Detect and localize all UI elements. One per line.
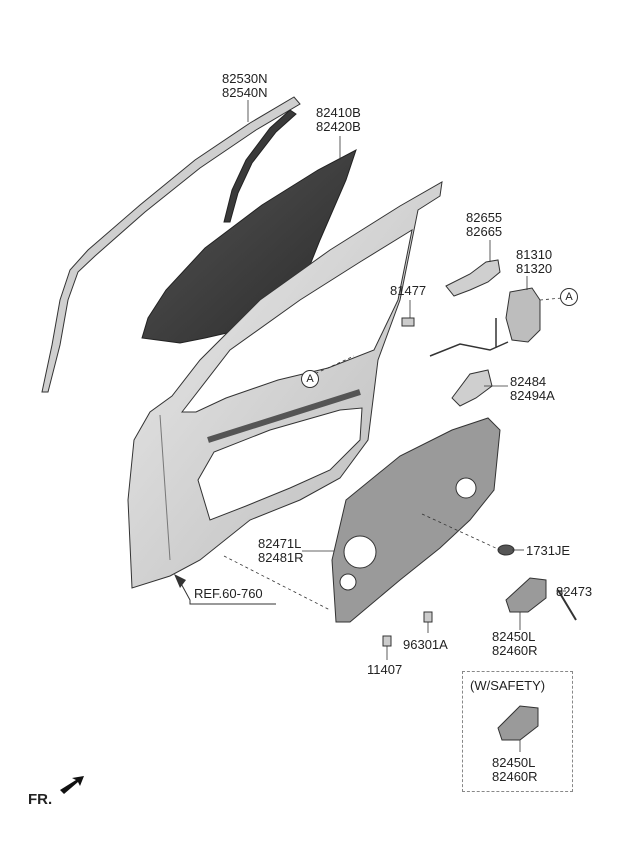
- label-82655: 82655 82665: [466, 211, 502, 239]
- label-line: 82481R: [258, 550, 304, 565]
- label-line: 81320: [516, 261, 553, 276]
- label-line: 82410B: [316, 105, 361, 120]
- label-line: 11407: [367, 662, 403, 677]
- label-82484: 82484 82494A: [510, 375, 555, 403]
- marker-a-right: A: [560, 288, 578, 306]
- label-82450l: 82450L 82460R: [492, 630, 538, 658]
- outside-handle-part: [445, 259, 501, 297]
- label-line: 82530N: [222, 71, 268, 86]
- label-82471l: 82471L 82481R: [258, 537, 304, 565]
- label-line: 1731JE: [526, 543, 571, 558]
- label-line: 82471L: [258, 536, 302, 551]
- label-line: 82484: [510, 374, 547, 389]
- module-panel-part: [331, 417, 501, 623]
- label-1731je: 1731JE: [526, 544, 570, 558]
- label-96301a: 96301A: [403, 638, 448, 652]
- inside-handle-part: [451, 369, 493, 407]
- regulator-motor-part: [505, 577, 577, 621]
- label-line: 81310: [516, 247, 553, 262]
- label-82473: 82473: [556, 585, 592, 599]
- fr-arrow-icon: [60, 776, 84, 794]
- door-frame-part: [127, 181, 443, 589]
- label-line: 82494A: [510, 388, 555, 403]
- leader-lines: [223, 100, 566, 752]
- door-glass-part: [141, 148, 357, 344]
- label-line: 82665: [466, 224, 503, 239]
- ref-label: REF.60-760: [194, 586, 263, 601]
- channel-strip-part: [223, 109, 297, 223]
- safety-variant-box: [462, 671, 573, 792]
- label-line: 82540N: [222, 85, 268, 100]
- plug-part: [497, 544, 515, 556]
- label-line: 82450L: [492, 629, 536, 644]
- label-line: 82655: [466, 210, 503, 225]
- label-line: 82473: [556, 584, 593, 599]
- safety-motor-part: [497, 705, 539, 741]
- safety-title: (W/SAFETY): [470, 678, 546, 693]
- label-81310: 81310 81320: [516, 248, 552, 276]
- label-line: 82420B: [316, 119, 361, 134]
- latch-part: [429, 287, 541, 357]
- label-82530n: 82530N 82540N: [222, 72, 268, 100]
- label-82450l-safety: 82450L 82460R: [492, 756, 538, 784]
- label-82410b: 82410B 82420B: [316, 106, 361, 134]
- front-direction-label: FR.: [28, 791, 53, 808]
- marker-a-left: A: [301, 370, 319, 388]
- weatherstrip-part: [41, 96, 301, 393]
- label-11407: 11407: [367, 663, 402, 677]
- label-line: 82460R: [492, 769, 538, 784]
- bolt-81477-part: [401, 317, 415, 327]
- ref-arrow: [174, 574, 276, 605]
- label-line: 82460R: [492, 643, 538, 658]
- label-line: 81477: [390, 283, 427, 298]
- label-line: 82450L: [492, 755, 536, 770]
- label-81477: 81477: [390, 284, 426, 298]
- label-line: 96301A: [403, 637, 448, 652]
